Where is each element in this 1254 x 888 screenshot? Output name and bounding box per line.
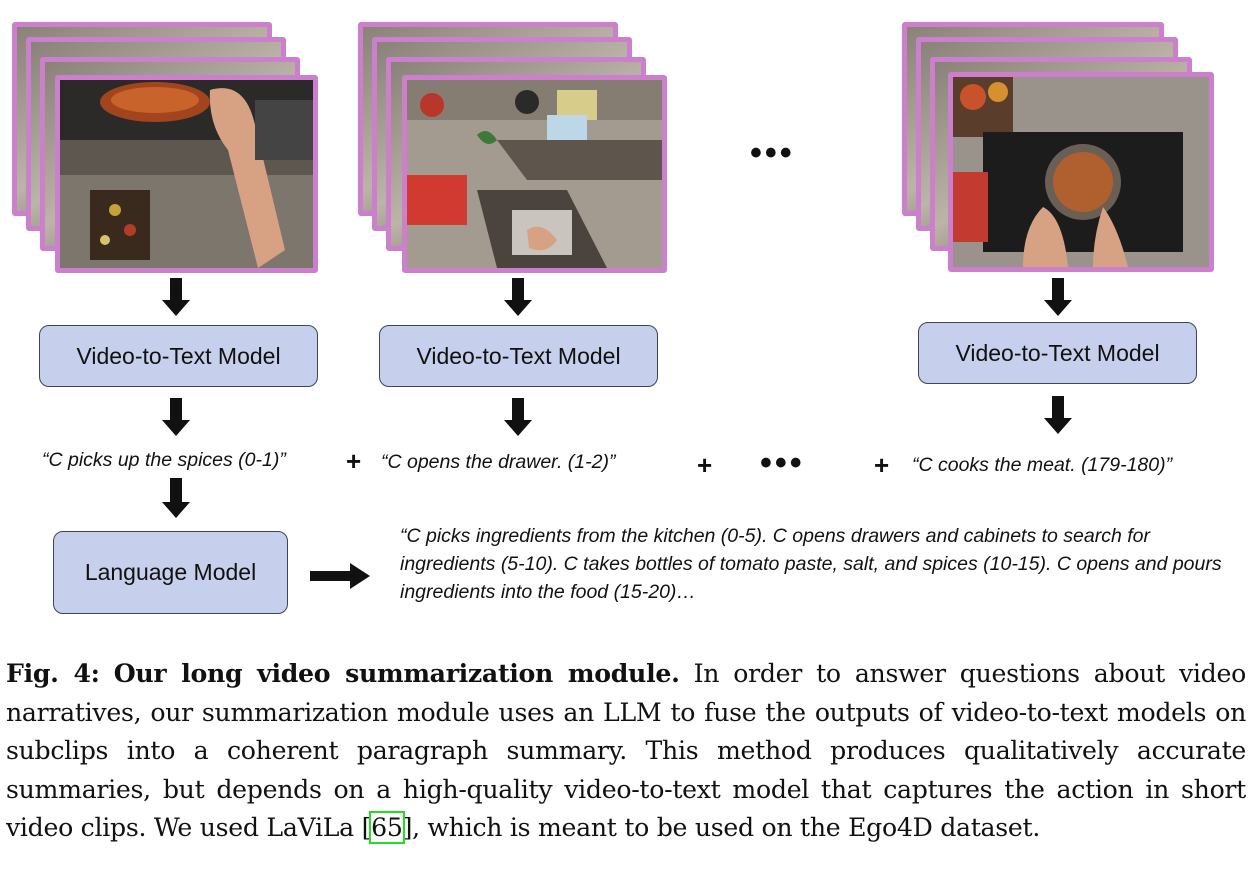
kitchen-cooking-image <box>953 77 1209 267</box>
video-to-text-model-box: Video-to-Text Model <box>39 325 318 387</box>
down-arrow-icon <box>162 478 190 518</box>
video-frame-main <box>55 75 318 273</box>
narration-text-3: “C cooks the meat. (179-180)” <box>912 454 1173 476</box>
caption-title: Our long video summarization module. <box>113 658 680 688</box>
ellipsis-middle: ••• <box>760 444 805 482</box>
down-arrow-icon <box>162 398 190 436</box>
citation-link[interactable]: 65 <box>369 811 405 844</box>
down-arrow-icon <box>504 398 532 436</box>
video-frame-main <box>948 72 1214 272</box>
plus-sign: + <box>874 450 890 480</box>
kitchen-spices-image <box>60 80 313 268</box>
down-arrow-icon <box>1044 278 1072 316</box>
plus-sign: + <box>346 446 362 476</box>
down-arrow-icon <box>162 278 190 316</box>
narration-text-1: “C picks up the spices (0-1)” <box>42 449 286 471</box>
video-to-text-model-box: Video-to-Text Model <box>918 322 1197 384</box>
caption-body-end: ], which is meant to be used on the Ego4… <box>402 813 1041 842</box>
summary-output-text: “C picks ingredients from the kitchen (0… <box>400 525 1222 603</box>
kitchen-drawer-image <box>407 80 662 268</box>
narration-text-2: “C opens the drawer. (1-2)” <box>381 451 616 473</box>
ellipsis-top: ••• <box>750 134 795 172</box>
video-to-text-model-box: Video-to-Text Model <box>379 325 658 387</box>
language-model-box: Language Model <box>53 531 288 614</box>
caption-body: In order to answer questions about video… <box>6 659 1246 842</box>
down-arrow-icon <box>504 278 532 316</box>
video-frame-main <box>402 75 667 273</box>
figure-caption: Fig. 4: Our long video summarization mod… <box>6 654 1246 848</box>
plus-sign: + <box>697 450 713 480</box>
caption-label: Fig. 4: <box>6 658 100 688</box>
down-arrow-icon <box>1044 396 1072 434</box>
right-arrow-icon <box>310 563 370 589</box>
